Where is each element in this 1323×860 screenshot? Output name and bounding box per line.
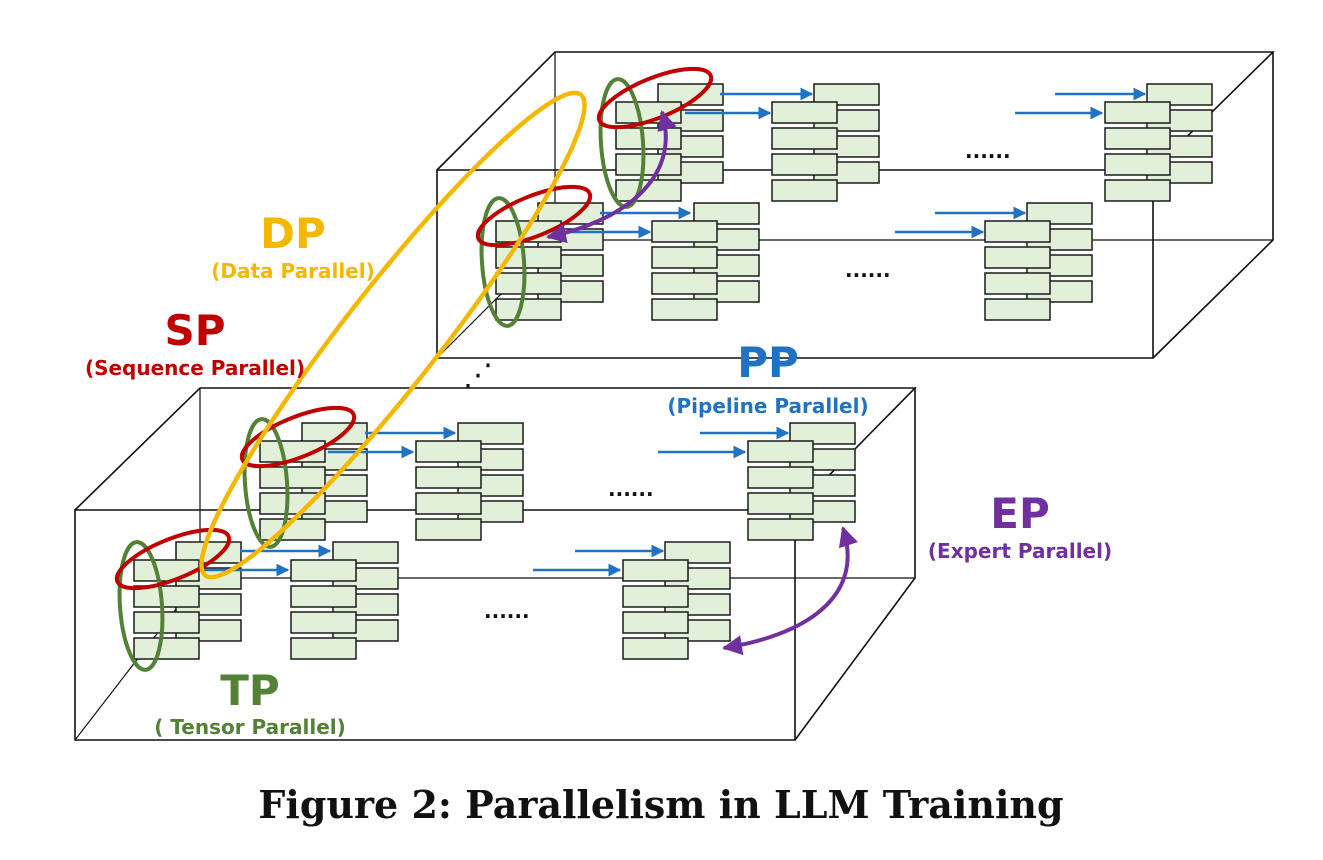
gpu-block (1104, 179, 1171, 202)
gpu-block (747, 492, 814, 515)
gpu-block (984, 298, 1051, 321)
ep-label: EP (990, 489, 1049, 538)
gpu-block (259, 466, 326, 489)
tp-group-ellipse (479, 196, 527, 328)
gpu-block (622, 637, 689, 660)
gpu-block (259, 492, 326, 515)
ellipsis-markers: ...... ...... ...... ...... ⋰ (463, 139, 1011, 623)
gpu-block (415, 440, 482, 463)
gpu-block (771, 101, 838, 124)
gpu-block (747, 466, 814, 489)
tp-group-ellipse (117, 540, 165, 672)
dp-group-ellipse (199, 90, 587, 580)
gpu-block (133, 611, 200, 634)
gpu-block (457, 422, 524, 445)
gpu-block (789, 422, 856, 445)
gpu-block (1146, 83, 1213, 106)
dp-label: DP (260, 209, 326, 258)
gpu-block (1104, 101, 1171, 124)
gpu-block (984, 272, 1051, 295)
vertical-ellipsis-text: ⋰ (463, 358, 493, 393)
gpu-block (771, 179, 838, 202)
gpu-block (747, 440, 814, 463)
gpu-block (415, 466, 482, 489)
gpu-block (622, 559, 689, 582)
gpu-block (615, 127, 682, 150)
gpu-block (813, 83, 880, 106)
ep-full-label: (Expert Parallel) (928, 539, 1112, 563)
gpu-block (984, 220, 1051, 243)
figure-caption: Figure 2: Parallelism in LLM Training (258, 782, 1063, 827)
pp-label: PP (737, 338, 799, 387)
gpu-block (615, 153, 682, 176)
gpu-block (495, 298, 562, 321)
ellipsis-text: ...... (484, 599, 530, 623)
gpu-block (1026, 202, 1093, 225)
pp-full-label: (Pipeline Parallel) (667, 394, 868, 418)
ep-arrow-bottom (722, 526, 858, 656)
gpu-block (133, 559, 200, 582)
gpu-block (1104, 127, 1171, 150)
ellipsis-text: ...... (608, 477, 654, 501)
tp-full-label: ( Tensor Parallel) (154, 715, 346, 739)
gpu-block (415, 518, 482, 541)
gpu-block (984, 246, 1051, 269)
gpu-block (290, 637, 357, 660)
gpu-block (495, 272, 562, 295)
bottom-back-gpu-layer (259, 422, 856, 541)
ellipsis-text: ...... (845, 258, 891, 282)
gpu-block (771, 127, 838, 150)
gpu-block (747, 518, 814, 541)
dp-full-label: (Data Parallel) (211, 259, 375, 283)
gpu-block (133, 585, 200, 608)
gpu-block (622, 611, 689, 634)
sp-full-label: (Sequence Parallel) (85, 356, 305, 380)
ep-arrow-top (546, 110, 677, 244)
ellipsis-text: ...... (965, 139, 1011, 163)
sp-label: SP (164, 306, 225, 355)
sp-group-ellipse (239, 405, 357, 469)
gpu-block (651, 220, 718, 243)
gpu-block (290, 585, 357, 608)
top-front-gpu-layer (495, 202, 1093, 321)
gpu-block (651, 272, 718, 295)
bottom-front-gpu-layer (133, 541, 731, 660)
gpu-block (133, 637, 200, 660)
gpu-block (290, 611, 357, 634)
tp-label: TP (220, 666, 279, 715)
sp-group-ellipse (114, 527, 232, 591)
gpu-block (622, 585, 689, 608)
gpu-block (651, 298, 718, 321)
gpu-block (290, 559, 357, 582)
gpu-block (415, 492, 482, 515)
gpu-block (693, 202, 760, 225)
ep-arrows (546, 110, 858, 656)
gpu-block (771, 153, 838, 176)
tp-group-ellipse (242, 417, 290, 549)
top-back-gpu-layer (615, 83, 1213, 202)
gpu-block (1104, 153, 1171, 176)
gpu-block (332, 541, 399, 564)
gpu-block (651, 246, 718, 269)
